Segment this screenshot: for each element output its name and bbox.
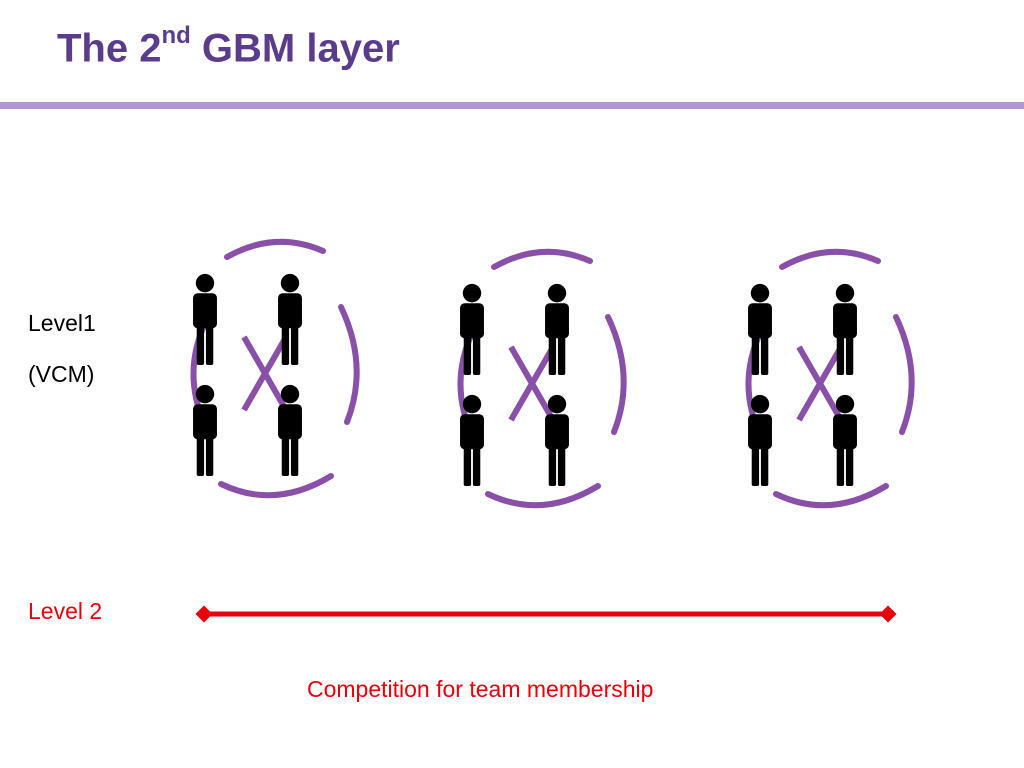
bracket-bottom: [485, 483, 601, 509]
bracket-top: [491, 248, 593, 270]
level2-left-endpoint: [195, 605, 213, 623]
cross-line-b: [508, 345, 556, 422]
title-main: The 2: [57, 26, 162, 71]
person-icon: [278, 273, 302, 365]
bracket-right: [605, 314, 627, 435]
team-group-3: [745, 248, 915, 509]
bracket-bottom: [218, 473, 334, 499]
level1-label: Level1: [28, 310, 96, 336]
person-icon: [545, 283, 569, 375]
title-superscript: nd: [161, 22, 191, 49]
page-title: The 2nd GBM layer: [57, 22, 400, 71]
bracket-top: [779, 248, 881, 270]
competition-caption: Competition for team membership: [307, 676, 654, 702]
level2-line: [195, 605, 897, 623]
level2-right-endpoint: [879, 605, 897, 623]
cross-line-b: [796, 345, 844, 422]
bracket-top: [224, 238, 326, 260]
bracket-right: [338, 304, 360, 425]
person-icon: [833, 283, 857, 375]
level1-sublabel: (VCM): [28, 361, 95, 387]
team-group-1: [190, 238, 360, 499]
level2-label: Level 2: [28, 598, 103, 624]
bracket-bottom: [773, 483, 889, 509]
title-divider: [0, 102, 1024, 109]
cross-line-b: [241, 335, 289, 412]
team-group-2: [457, 248, 627, 509]
bracket-right: [893, 314, 915, 435]
title-rest: GBM layer: [190, 26, 400, 71]
